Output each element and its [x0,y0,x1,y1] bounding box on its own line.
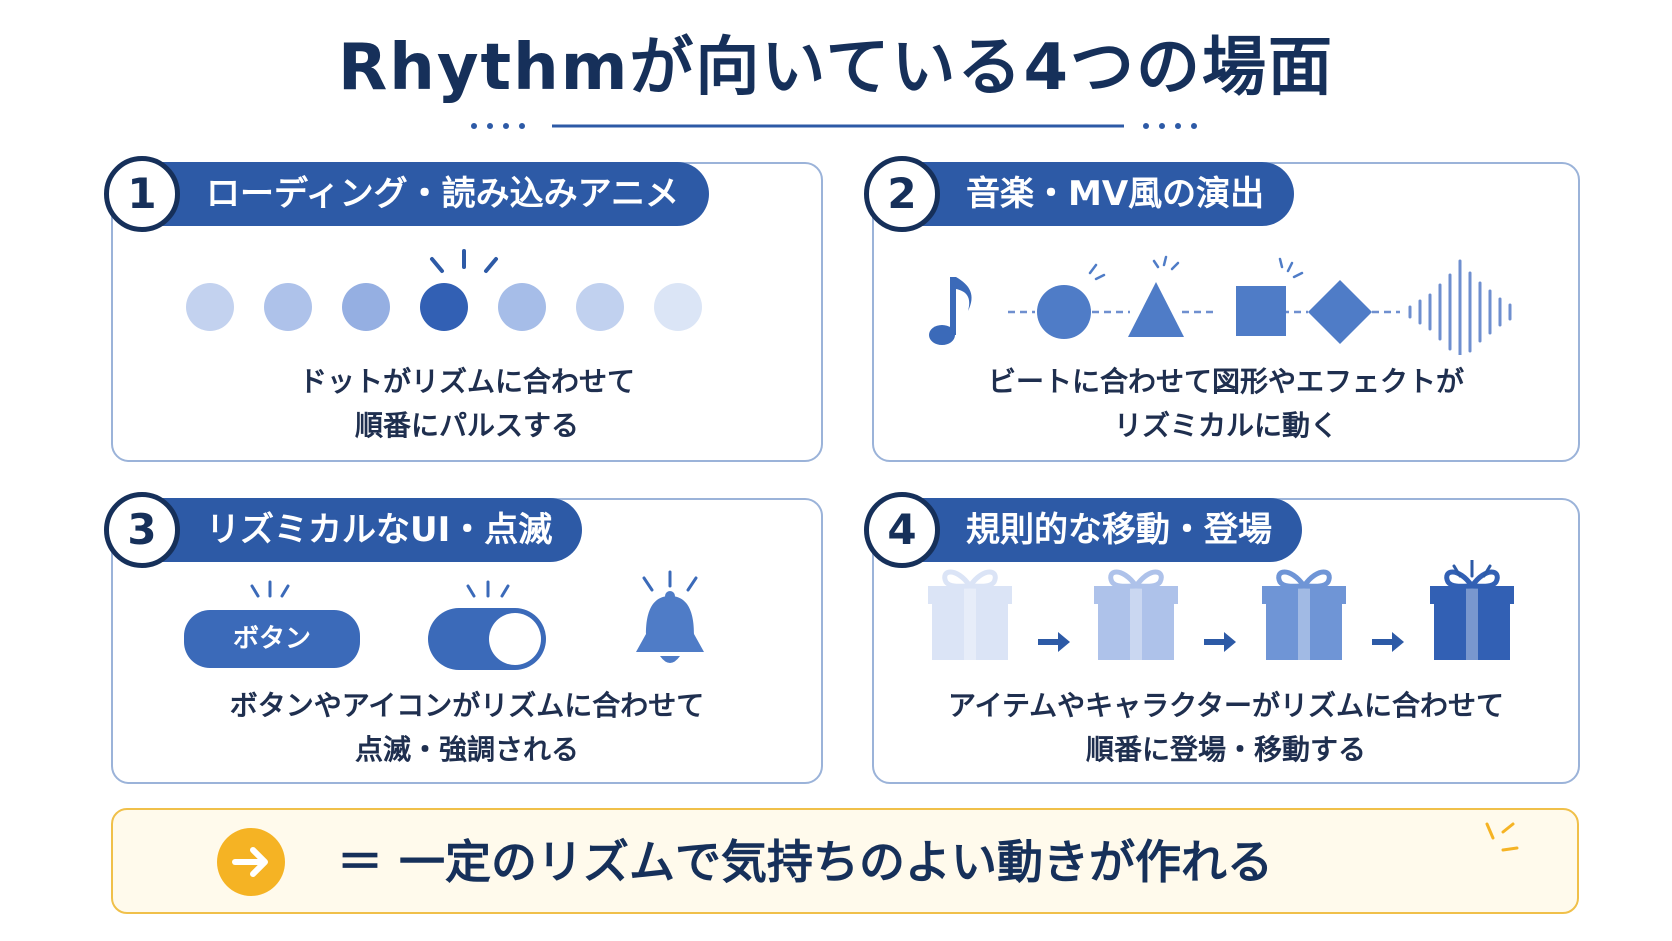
card-1-heading: ローディング・読み込みアニメ [108,162,709,226]
card-4-heading: 規則的な移動・登場 [868,498,1302,562]
card-2-desc-line2: リズミカルに動く [1113,409,1338,442]
card-3-desc-line2: 点滅・強調される [354,733,579,766]
gift-sparkle-icon [1452,560,1492,578]
card-2-description: ビートに合わせて図形やエフェクトが リズミカルに動く [872,360,1580,448]
bell-icon [636,570,704,663]
summary-text: ＝ 一定のリズムで気持ちのよい動きが作れる [337,835,1274,889]
card-1-description: ドットがリズムに合わせて 順番にパルスする [111,360,823,448]
arrow-right-icon [1204,632,1236,652]
loading-dot [576,283,624,331]
beat-shapes-illustration [929,255,1512,355]
card-4-desc-line2: 順番に登場・移動する [1085,733,1366,766]
card-4-description: アイテムやキャラクターがリズムに合わせて 順番に登場・移動する [872,684,1580,772]
title-divider [471,123,1197,129]
pulse-rays-icon [430,249,498,273]
sparkle-icon [1485,822,1519,852]
gift-box-icon [1430,572,1514,660]
gift-box-icon [1094,572,1178,660]
diamond-shape-icon [1308,280,1372,344]
sound-wave-icon [1408,259,1512,355]
card-2-desc-line1: ビートに合わせて図形やエフェクトが [987,365,1464,398]
gift-sequence-illustration [920,560,1540,680]
loading-dot [654,283,702,331]
gift-box-icon [1262,572,1346,660]
loading-dot [342,283,390,331]
card-1-number: 1 [104,156,180,232]
arrow-right-circle-icon [217,828,285,896]
triangle-shape-icon [1128,282,1184,337]
loading-dot [420,283,468,331]
toggle-switch-icon [428,580,546,670]
button-sparkle-icon [250,580,290,598]
card-4-desc-line1: アイテムやキャラクターがリズムに合わせて [947,689,1505,722]
card-2-number: 2 [864,156,940,232]
arrow-right-icon [1038,632,1070,652]
sample-button[interactable]: ボタン [184,610,360,668]
square-shape-icon [1236,286,1286,336]
gift-box-icon [928,572,1012,660]
loading-dot [264,283,312,331]
card-1-desc-line2: 順番にパルスする [354,409,579,442]
card-3-number: 3 [104,492,180,568]
loading-dot [498,283,546,331]
dots-group [186,283,702,331]
card-4-number: 4 [864,492,940,568]
loading-dot [186,283,234,331]
page-title: Rhythmが向いている4つの場面 [337,31,1335,105]
card-3-desc-line1: ボタンやアイコンがリズムに合わせて [229,689,705,722]
arrow-right-icon [1372,632,1404,652]
circle-shape-icon [1037,285,1091,339]
card-3-heading: リズミカルなUI・点滅 [108,498,583,562]
loading-dots-illustration [186,249,702,331]
card-3-description: ボタンやアイコンがリズムに合わせて 点滅・強調される [111,684,823,772]
card-1-desc-line1: ドットがリズムに合わせて [298,365,635,398]
summary-banner: ＝ 一定のリズムで気持ちのよい動きが作れる [111,808,1579,914]
music-note-icon [929,277,972,345]
